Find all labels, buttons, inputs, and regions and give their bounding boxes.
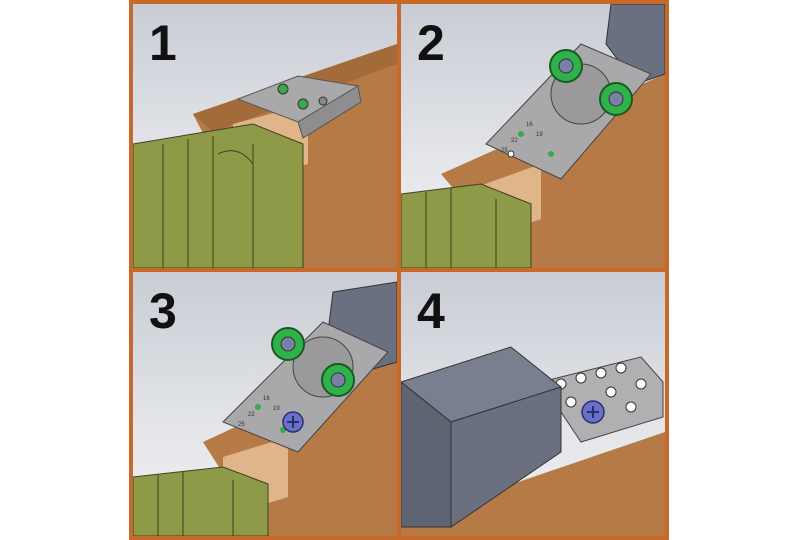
instruction-grid: 1 16 19 22 25: [129, 0, 669, 540]
plate-marking: 22: [248, 412, 255, 418]
plate-marking: 16: [526, 122, 533, 128]
drill-guide-body: [605, 4, 665, 85]
aluminium-profile: [133, 466, 269, 536]
plate-hole: [277, 83, 289, 95]
step-1-panel: 1: [133, 4, 397, 268]
step-1-illustration: [133, 44, 397, 268]
step-3-panel: 16 19 22 25 3: [133, 272, 397, 536]
step-4-panel: 4: [401, 272, 665, 536]
aluminium-profile: [401, 183, 532, 268]
step-number: 2: [417, 15, 445, 71]
plate-marking: 25: [501, 148, 508, 154]
metal-plate: [540, 356, 664, 443]
plate-marking: 25: [238, 422, 245, 428]
plate-marking: 22: [511, 138, 518, 144]
step-4-illustration: [401, 346, 665, 536]
hinge-box-side: [450, 386, 562, 528]
aluminium-profile: [133, 123, 304, 268]
step-2-illustration: 16 19 22 25: [401, 4, 665, 268]
step-3-illustration: 16 19 22 25: [133, 281, 397, 536]
step-2-panel: 16 19 22 25 2: [401, 4, 665, 268]
step-number: 4: [417, 283, 445, 339]
plate-marking: 16: [263, 396, 270, 402]
metal-plate-bend: [297, 85, 362, 139]
plate-marking: 19: [536, 132, 543, 138]
step-number: 1: [149, 15, 177, 71]
plate-hole: [297, 98, 309, 110]
plate-hole: [318, 96, 328, 106]
step-number: 3: [149, 283, 177, 339]
plate-marking: 19: [273, 406, 280, 412]
